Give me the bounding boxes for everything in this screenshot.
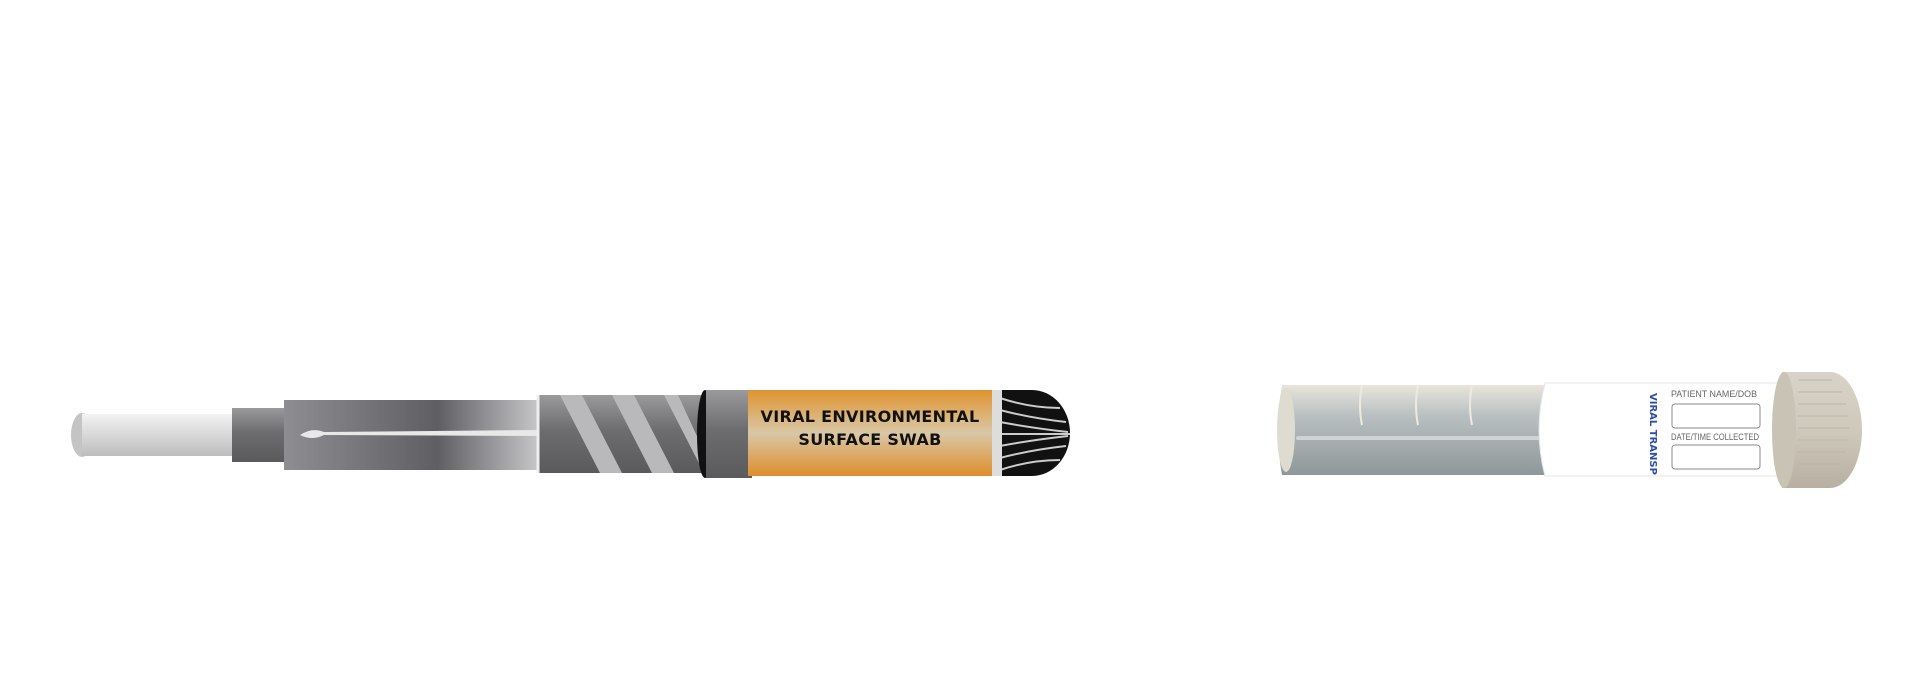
- swab-handle: [82, 414, 238, 456]
- tube-cap: [1772, 372, 1862, 488]
- tube-vertical-label: VIRAL TRANSP: [1647, 393, 1658, 475]
- swab-ring: [232, 408, 286, 462]
- swab-cap: [992, 390, 1070, 476]
- swab-label-line2: SURFACE SWAB: [798, 430, 941, 449]
- date-time-collected-field[interactable]: [1671, 444, 1761, 470]
- patient-name-dob-label: PATIENT NAME/DOB: [1671, 389, 1757, 399]
- tube-bottom: [1277, 388, 1295, 472]
- surface-swab: VIRAL ENVIRONMENTAL SURFACE SWAB: [71, 390, 1070, 478]
- date-time-collected-label: DATE/TIME COLLECTED: [1671, 432, 1759, 442]
- tube-graduation-marks: [1359, 384, 1473, 426]
- patient-name-dob-field[interactable]: [1671, 403, 1761, 429]
- swab-stick-window: [300, 430, 542, 438]
- swab-spiral-section: [536, 395, 714, 473]
- swab-sleeve: [706, 390, 752, 478]
- swab-label-line1: VIRAL ENVIRONMENTAL: [761, 407, 980, 426]
- viral-transport-tube: VIRAL TRANSP PATIENT NAME/DOB DATE/TIME …: [1277, 372, 1862, 488]
- tube-body: [1278, 385, 1552, 475]
- swab-label: [748, 390, 992, 476]
